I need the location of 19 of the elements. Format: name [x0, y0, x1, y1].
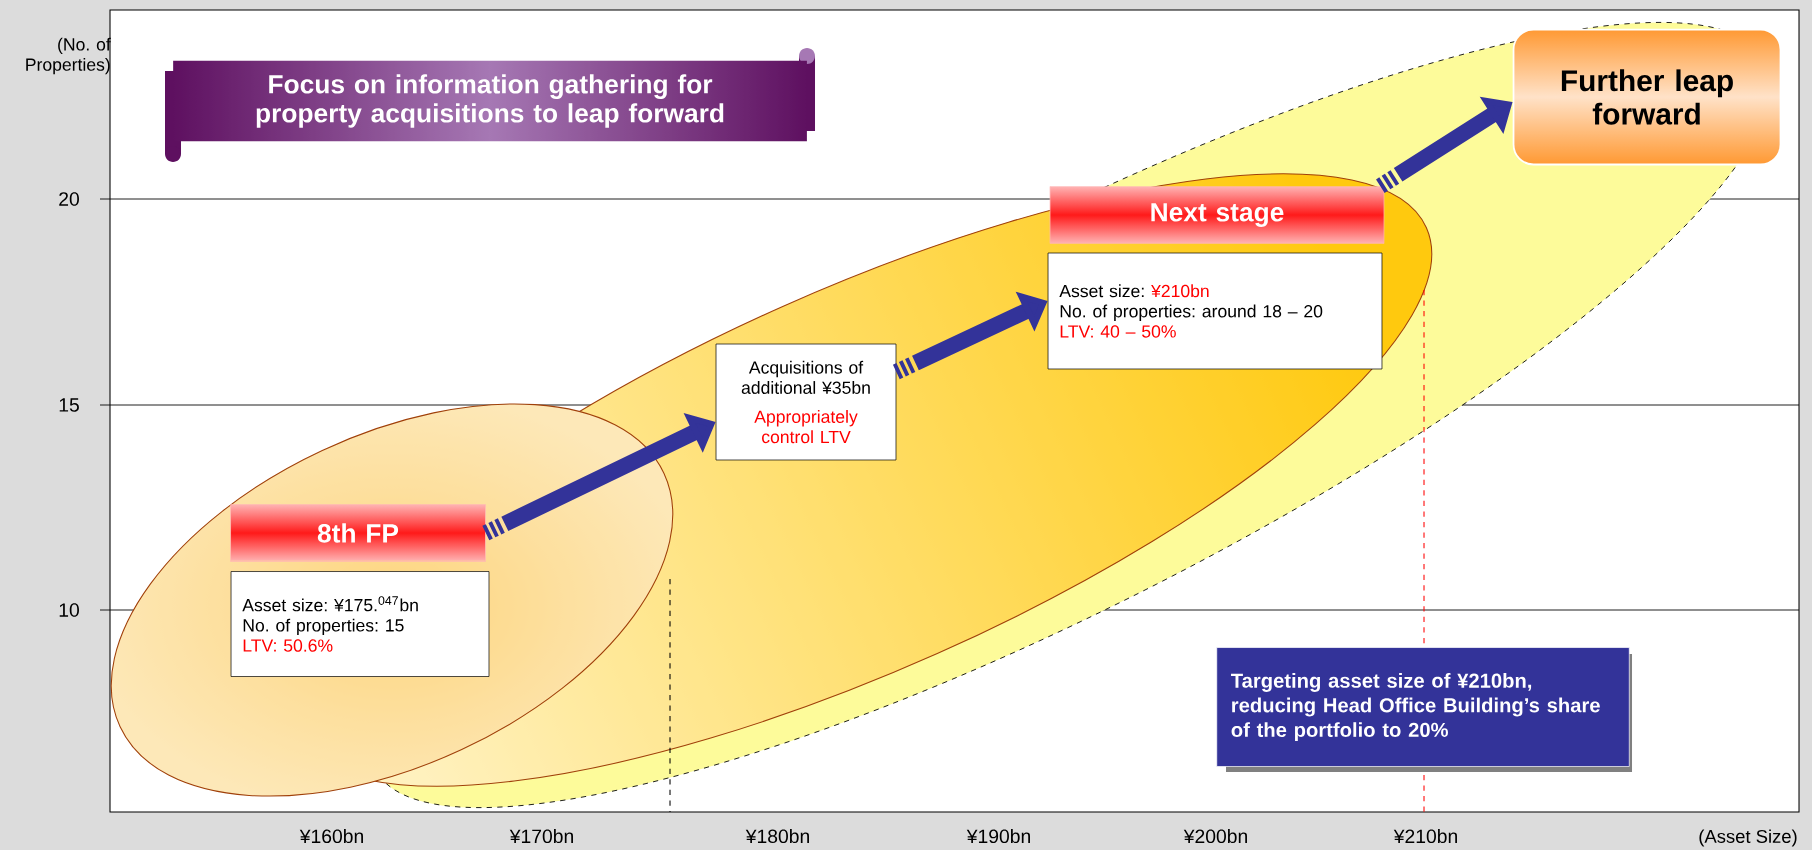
tick-label: ¥190bn — [966, 828, 1030, 844]
axis-title: (Asset Size) — [1699, 829, 1797, 847]
info-box: Asset size: ¥175.$^{047}$bn No. of properties: 15 LTV: 50.6% — [230, 571, 490, 677]
info-box: Asset size: ¥210bn No. of properties: around 18 – 20 LTV: 40 – 50% — [1047, 252, 1383, 370]
stage-banner: 8th FP — [230, 504, 486, 562]
tick-label: 10 — [59, 603, 79, 617]
info-box: Acquisitions of additional ¥35bn Appropriately control LTV — [715, 343, 897, 461]
stage-banner: Next stage — [1049, 186, 1385, 244]
tick-label: ¥200bn — [1183, 828, 1247, 844]
tick-label: ¥170bn — [509, 828, 573, 844]
axis-title: (No. of Properties) — [26, 37, 111, 75]
goal-box: Further leap forward — [1512, 28, 1782, 166]
scroll-banner: Focus on information gathering for property acquisitions to leap forward — [165, 48, 815, 162]
tick-label: ¥180bn — [745, 828, 809, 844]
note-box: Targeting asset size of ¥210bn, reducing Head Office Building’s share of the portfolio to 20% — [1216, 647, 1632, 772]
tick-label: ¥160bn — [299, 828, 363, 844]
tick-label: 15 — [59, 398, 79, 412]
tick-label: ¥210bn — [1393, 828, 1457, 844]
tick-label: 20 — [59, 192, 79, 206]
